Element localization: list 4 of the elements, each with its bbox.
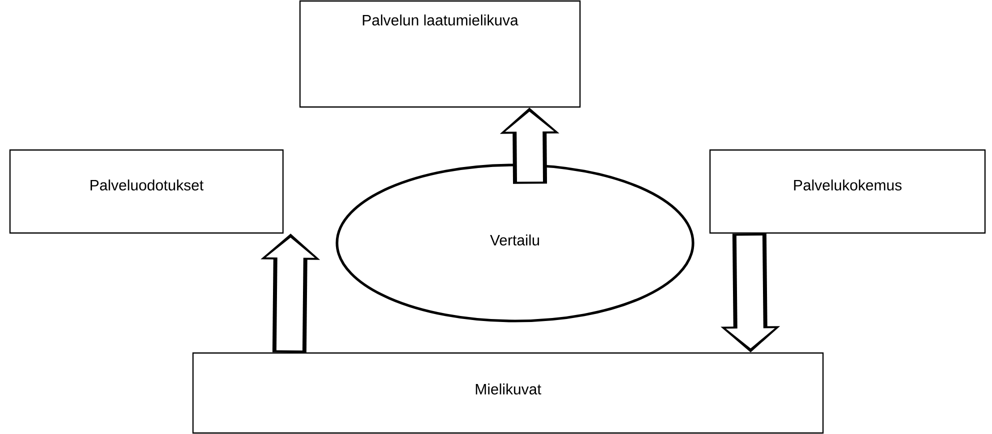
text-box: Palveluodotukset [9, 149, 284, 234]
text-box: Palvelun laatumielikuva [299, 0, 581, 108]
text-box: Palvelukokemus [709, 149, 986, 234]
text-box: Mielikuvat [192, 352, 824, 434]
